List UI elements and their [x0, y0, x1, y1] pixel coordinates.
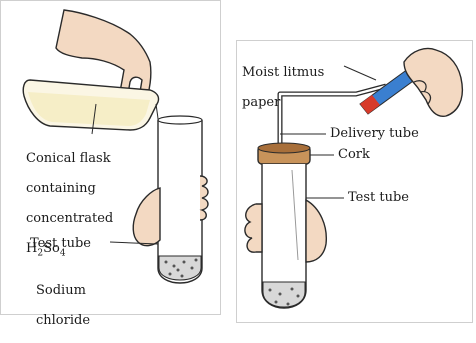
- right-test-tube-label: Test tube: [348, 190, 409, 205]
- holding-fingers: [200, 176, 208, 220]
- litmus-leader-line: [344, 66, 376, 80]
- litmus-label: Moist litmus paper: [242, 50, 324, 125]
- cork-top: [258, 143, 310, 153]
- flask-label-line-2: containing: [26, 181, 113, 196]
- sodium-label-line-1: Sodium: [36, 283, 90, 298]
- right-tube-contents: [263, 282, 305, 307]
- left-tube-mouth: [158, 116, 202, 124]
- cork-label: Cork: [338, 147, 370, 162]
- left-panel: Conical flask containing concentrated H2…: [0, 0, 232, 323]
- sodium-label-line-2: chloride: [36, 313, 90, 328]
- flask-label: Conical flask containing concentrated H2…: [26, 136, 113, 277]
- right-panel: Moist litmus paper Delivery tube Cork Te…: [236, 0, 476, 323]
- right-holding-palm: [306, 200, 326, 262]
- litmus-label-line-1: Moist litmus: [242, 65, 324, 80]
- litmus-label-line-2: paper: [242, 95, 324, 110]
- flask-label-line-1: Conical flask: [26, 151, 113, 166]
- right-holding-hand: [245, 204, 262, 252]
- holding-hand: [133, 188, 160, 246]
- left-test-tube-label: Test tube: [30, 236, 91, 251]
- litmus-hand: [404, 49, 462, 117]
- sodium-chloride-label: Sodium chloride: [36, 268, 90, 343]
- flask-label-line-3: concentrated: [26, 211, 113, 226]
- delivery-tube-label: Delivery tube: [330, 126, 419, 141]
